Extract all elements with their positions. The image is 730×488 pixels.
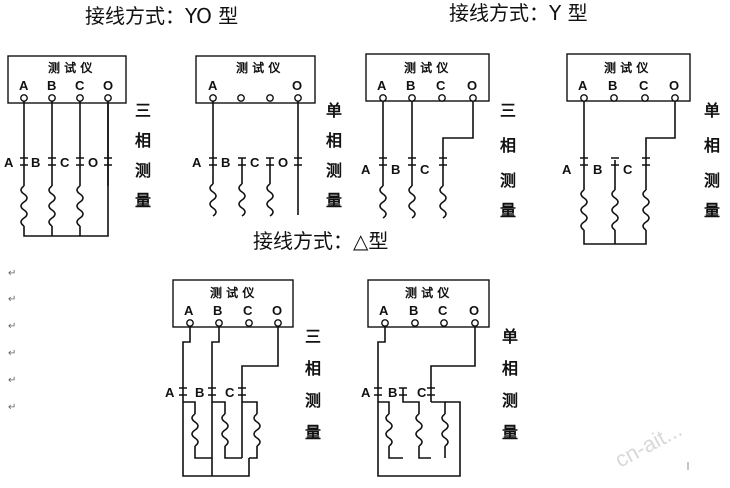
paragraph-mark: ↵ bbox=[8, 375, 16, 386]
tester-box bbox=[195, 55, 316, 104]
tester-label: 测 试 仪 bbox=[405, 285, 450, 300]
lead-a: A bbox=[361, 162, 371, 177]
lead-a: A bbox=[361, 385, 371, 400]
diagram-yo-single-phase: 测 试 仪 A O A B C O 单 相 测 量 bbox=[192, 55, 342, 217]
diagram-yo-three-phase: 测 试 仪 A B C O A B C O 三 相 测 量 bbox=[4, 55, 151, 237]
paragraph-mark: ↵ bbox=[8, 402, 16, 413]
paragraph-mark: ↵ bbox=[8, 321, 16, 332]
side-label: 量 bbox=[704, 201, 720, 220]
side-label: 单 bbox=[326, 101, 342, 120]
side-label: 相 bbox=[135, 131, 151, 150]
tester-box bbox=[367, 279, 490, 328]
lead-b: B bbox=[221, 155, 230, 170]
title-y: 接线方式：Y 型 bbox=[449, 1, 588, 25]
lead-c: C bbox=[623, 162, 633, 177]
lead-a: A bbox=[4, 155, 14, 170]
lead-a: A bbox=[192, 155, 202, 170]
title-delta: 接线方式：△型 bbox=[253, 229, 388, 253]
side-label: 三 bbox=[135, 101, 151, 120]
terminal-c: C bbox=[75, 78, 85, 93]
side-label: 单 bbox=[704, 101, 720, 120]
lead-c: C bbox=[225, 385, 235, 400]
side-label: 量 bbox=[502, 423, 518, 442]
diagram-delta-single-phase: 测 试 仪 A B C O A B C 单 相 测 量 bbox=[361, 279, 518, 477]
terminal-b: B bbox=[47, 78, 56, 93]
terminal-b: B bbox=[608, 78, 617, 93]
side-label: 相 bbox=[326, 131, 342, 150]
lead-b: B bbox=[388, 385, 397, 400]
terminal-o: O bbox=[669, 78, 679, 93]
side-label: 量 bbox=[305, 423, 321, 442]
terminal-a: A bbox=[208, 78, 218, 93]
terminal-b: B bbox=[406, 78, 415, 93]
paragraph-mark: ↵ bbox=[8, 294, 16, 305]
lead-o: O bbox=[278, 155, 288, 170]
terminal-a: A bbox=[19, 78, 29, 93]
terminal-a: A bbox=[377, 78, 387, 93]
lead-c: C bbox=[420, 162, 430, 177]
side-label: 量 bbox=[135, 191, 151, 210]
lead-c: C bbox=[417, 385, 427, 400]
side-label: 相 bbox=[704, 136, 720, 155]
terminal-b: B bbox=[213, 303, 222, 318]
lead-o: O bbox=[88, 155, 98, 170]
tester-box bbox=[566, 53, 691, 102]
terminal-c: C bbox=[639, 78, 649, 93]
diagram-y-single-phase: 测 试 仪 A B C O A B C 单 相 测 量 bbox=[562, 53, 720, 245]
paragraph-mark: ↵ bbox=[8, 348, 16, 359]
side-label: 测 bbox=[305, 391, 321, 410]
side-label: 单 bbox=[502, 327, 518, 346]
tester-box bbox=[172, 279, 294, 328]
tester-label: 测 试 仪 bbox=[236, 60, 281, 75]
tester-label: 测 试 仪 bbox=[210, 285, 255, 300]
lead-b: B bbox=[31, 155, 40, 170]
side-label: 相 bbox=[305, 359, 321, 378]
diagram-delta-three-phase: 测 试 仪 A B C O A B C 三 相 测 量 bbox=[165, 279, 321, 477]
side-label: 测 bbox=[502, 391, 518, 410]
terminal-b: B bbox=[409, 303, 418, 318]
paragraph-mark: ↵ bbox=[8, 268, 16, 279]
watermark: cn-ait... bbox=[611, 416, 686, 472]
lead-b: B bbox=[195, 385, 204, 400]
diagram-y-three-phase: 测 试 仪 A B C O A B C 三 相 测 量 bbox=[361, 53, 516, 220]
terminal-a: A bbox=[184, 303, 194, 318]
side-label: 量 bbox=[500, 201, 516, 220]
terminal-c: C bbox=[438, 303, 448, 318]
side-label: 相 bbox=[502, 359, 518, 378]
lead-a: A bbox=[562, 162, 572, 177]
side-label: 测 bbox=[326, 161, 342, 180]
tester-label: 测 试 仪 bbox=[604, 60, 649, 75]
terminal-a: A bbox=[578, 78, 588, 93]
side-label: 量 bbox=[326, 191, 342, 210]
lead-c: C bbox=[250, 155, 260, 170]
lead-b: B bbox=[593, 162, 602, 177]
terminal-o: O bbox=[469, 303, 479, 318]
side-label: 测 bbox=[704, 171, 720, 190]
tester-box bbox=[365, 53, 490, 102]
lead-c: C bbox=[60, 155, 70, 170]
tester-label: 测 试 仪 bbox=[48, 60, 93, 75]
side-label: 三 bbox=[500, 101, 516, 120]
terminal-o: O bbox=[292, 78, 302, 93]
side-label: 相 bbox=[500, 136, 516, 155]
terminal-c: C bbox=[436, 78, 446, 93]
side-label: 测 bbox=[500, 171, 516, 190]
terminal-c: C bbox=[243, 303, 253, 318]
terminal-o: O bbox=[467, 78, 477, 93]
side-label: 三 bbox=[305, 327, 321, 346]
tester-label: 测 试 仪 bbox=[404, 60, 449, 75]
side-label: 测 bbox=[135, 161, 151, 180]
terminal-o: O bbox=[103, 78, 113, 93]
terminal-a: A bbox=[379, 303, 389, 318]
title-yo: 接线方式：YO 型 bbox=[85, 4, 238, 28]
terminal-o: O bbox=[272, 303, 282, 318]
lead-b: B bbox=[391, 162, 400, 177]
lead-a: A bbox=[165, 385, 175, 400]
